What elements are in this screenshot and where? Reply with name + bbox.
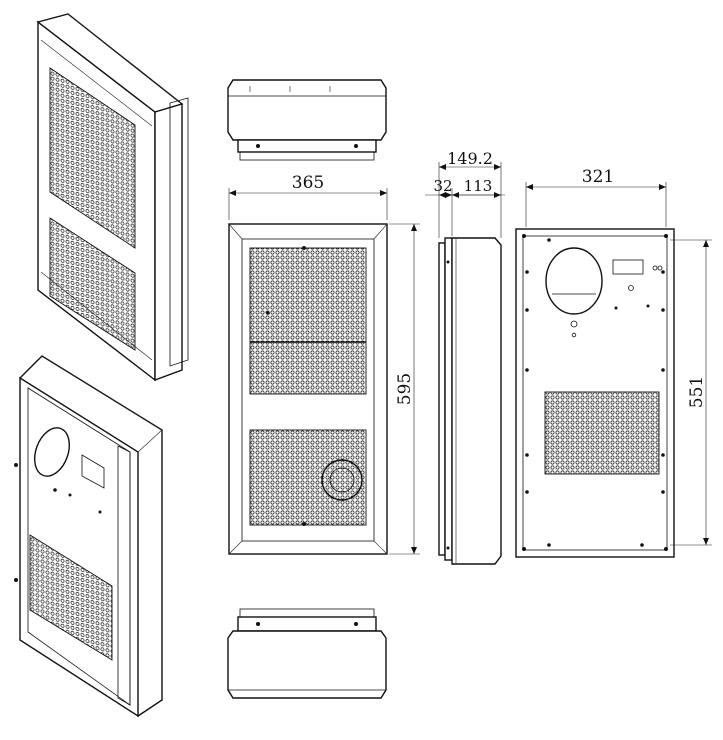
rear-height-label: 551 <box>687 376 707 408</box>
bottom-view <box>227 608 387 699</box>
front-height-dimension: 595 <box>389 223 420 555</box>
side-body-depth-label: 113 <box>464 177 493 195</box>
rear-width-dimension: 321 <box>525 167 667 227</box>
top-view <box>227 79 387 161</box>
front-height-label: 595 <box>395 373 415 405</box>
rear-display-window <box>612 259 644 275</box>
front-view <box>228 223 388 555</box>
rear-grille <box>544 391 660 475</box>
rear-view <box>515 228 675 558</box>
side-total-depth-label: 149.2 <box>447 149 493 168</box>
front-lower-grille <box>249 429 367 526</box>
iso-rear-view <box>14 355 163 718</box>
front-width-dimension: 365 <box>228 173 388 220</box>
rear-height-dimension: 551 <box>670 239 712 546</box>
side-view <box>438 237 502 565</box>
rear-width-label: 321 <box>582 167 614 187</box>
side-flange-depth-label: 32 <box>433 177 452 195</box>
front-upper-grille <box>249 247 367 395</box>
side-depth-dimensions: 149.2 32 113 <box>425 149 505 238</box>
front-width-label: 365 <box>292 173 324 193</box>
rear-round-cutout <box>545 247 603 315</box>
iso-front-view <box>36 13 189 382</box>
